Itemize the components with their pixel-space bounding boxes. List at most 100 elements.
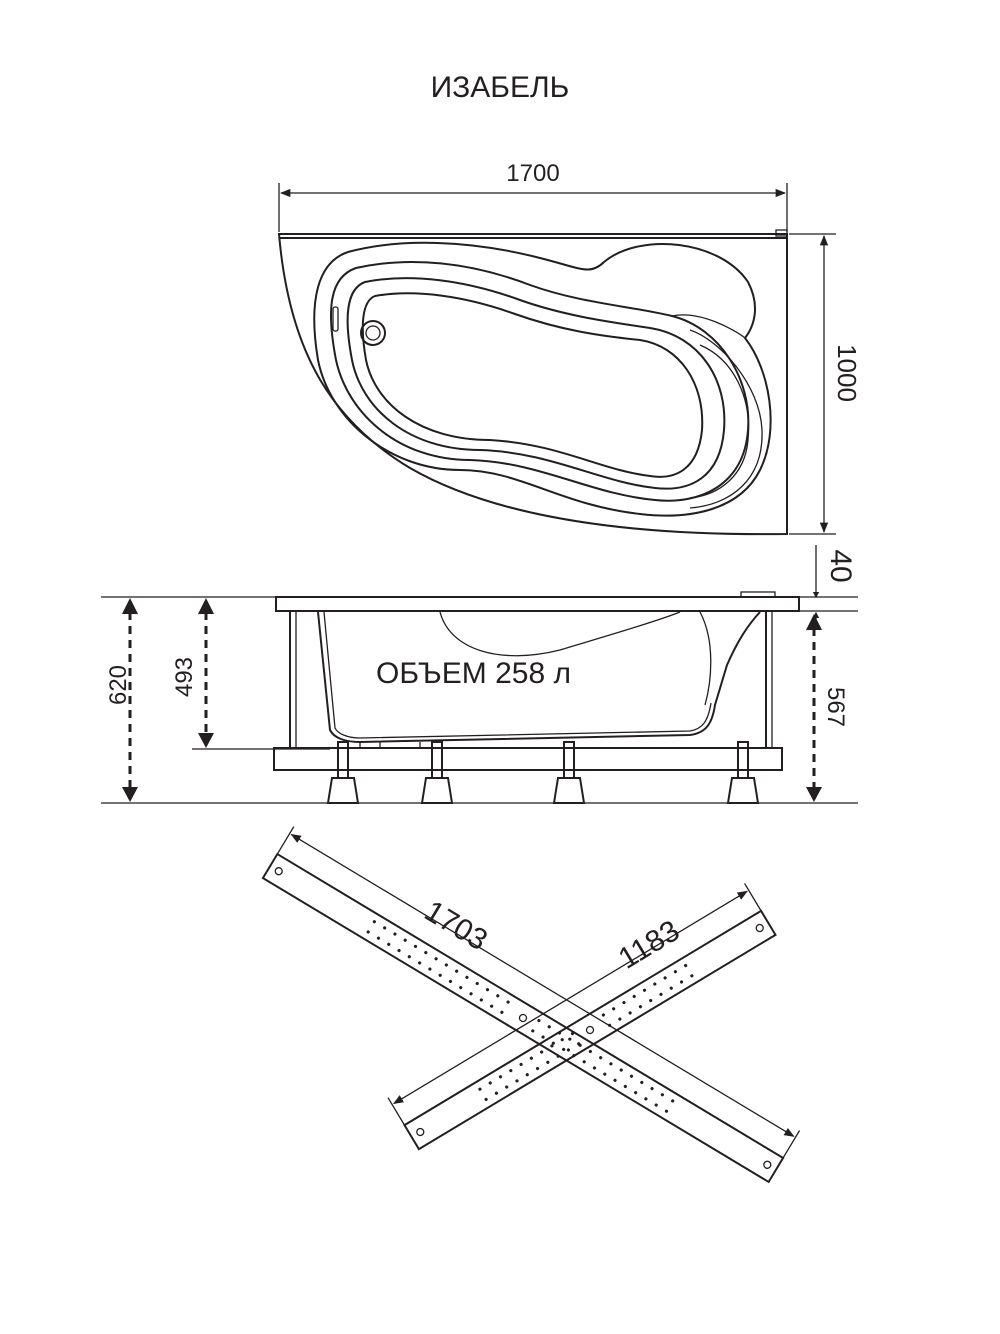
total-height-label: 620 (105, 665, 132, 705)
perforation-dot (568, 1037, 572, 1041)
perforation-dot (622, 1001, 626, 1005)
model-title: ИЗАБЕЛЬ (431, 71, 570, 104)
perforation-dot (531, 1029, 535, 1033)
perforation-dot (582, 1060, 586, 1064)
long-beam-dimension-line (290, 833, 795, 1137)
drain-inner-icon (365, 325, 381, 341)
headrest-curve (671, 314, 763, 509)
perforation-dot (418, 961, 422, 965)
frame-base-beam (273, 747, 783, 771)
rim-edge-detail (740, 591, 776, 598)
rim-corner-detail (775, 229, 788, 237)
perforation-dot (469, 992, 473, 996)
perforation-dot (619, 1068, 623, 1072)
perforation-dot (628, 1011, 632, 1015)
short-beam-ext-left (387, 1097, 406, 1126)
perforation-dot (570, 1031, 575, 1036)
perforation-dot (654, 1103, 658, 1107)
perforation-dot (496, 994, 500, 998)
drain-icon (360, 320, 386, 346)
mount-hole (416, 1127, 425, 1137)
perforation-dot (387, 942, 391, 946)
perforation-dot (434, 957, 438, 961)
basin-inner-contour-2 (346, 277, 726, 490)
perforation-dot (525, 1073, 529, 1077)
perforation-dot (490, 1004, 494, 1008)
short-beam-label: 1183 (613, 914, 685, 976)
perforation-dot (475, 981, 479, 986)
long-beam (261, 852, 785, 1184)
perforation-dot (618, 1017, 622, 1021)
rim-thickness-label: 40 (824, 549, 857, 582)
leg-4 (726, 741, 760, 804)
perforation-dot (494, 1091, 499, 1095)
perforation-dot (664, 1109, 669, 1113)
perforation-dot (444, 963, 448, 967)
short-beam-dimension-line (392, 890, 748, 1105)
perforation-dot (660, 1093, 664, 1097)
side-view: 40 620 493 567 (101, 545, 858, 804)
perforation-dot (632, 994, 636, 999)
frame-view: 1703 1183 (261, 826, 801, 1184)
perforation-dot (529, 1056, 533, 1060)
mount-hole (763, 1160, 772, 1169)
total-height-arrow-top (122, 598, 138, 614)
perforation-dot (428, 967, 432, 971)
leg-2 (420, 741, 454, 804)
perforation-dot (679, 980, 684, 984)
inner-depth-arrow-top (198, 598, 214, 614)
perforation-dot (535, 1066, 540, 1071)
overflow-icon (332, 306, 339, 332)
headrest-curve-2 (689, 344, 750, 499)
mount-hole (274, 867, 283, 876)
perforation-dot (519, 1062, 523, 1067)
perforation-dot (671, 1099, 675, 1103)
basin-bottom-contour (361, 292, 704, 478)
perforation-dot (485, 988, 490, 992)
perforation-dot (537, 1018, 541, 1023)
tub-outer-rim (277, 233, 788, 536)
perforation-dot (562, 1047, 566, 1052)
perforation-dot (653, 982, 657, 986)
perforation-dot (540, 1050, 544, 1054)
perforation-dot (506, 1000, 510, 1004)
perforation-dot (659, 992, 663, 996)
perforation-dot (560, 1038, 564, 1042)
perforation-dot (663, 976, 667, 980)
perforation-dot (505, 1085, 509, 1089)
perforation-dot (438, 973, 442, 977)
backrest-curve (439, 611, 681, 657)
perforation-dot (603, 1072, 607, 1076)
perforation-dot (479, 998, 483, 1002)
center-hole (518, 1013, 528, 1023)
perforation-dot (669, 986, 673, 990)
frame-height-label: 567 (822, 687, 849, 727)
long-beam-holes (274, 867, 772, 1169)
perforation-dot (644, 1097, 648, 1101)
perforation-dot (638, 1005, 643, 1009)
volume-label: ОБЪЕМ 258 л (376, 657, 571, 690)
perforation-dot (541, 1035, 545, 1039)
depth-label: 1000 (832, 344, 862, 402)
perforation-dot (592, 1066, 597, 1070)
perforation-dot (459, 986, 463, 990)
basin-side-profile (317, 611, 761, 744)
perforation-dot (629, 1074, 634, 1078)
perforation-dot (366, 930, 370, 934)
mount-hole (755, 923, 764, 933)
top-view: 1700 1000 (277, 160, 862, 536)
perforation-dot (577, 1042, 581, 1046)
short-beam-holes (416, 923, 764, 1137)
perforation-dot (640, 1080, 644, 1084)
perforation-dot (550, 1044, 554, 1048)
perforation-dot (498, 1075, 503, 1079)
inner-depth-label: 493 (171, 657, 198, 697)
perforation-dot (372, 920, 376, 924)
inner-depth-arrow-bottom (198, 733, 214, 748)
width-label: 1700 (506, 160, 559, 187)
basin-outer-contour (313, 241, 772, 517)
frame-height-arrow-bottom (806, 787, 822, 802)
perforation-dot (488, 1081, 492, 1085)
perforation-dot (376, 936, 381, 940)
